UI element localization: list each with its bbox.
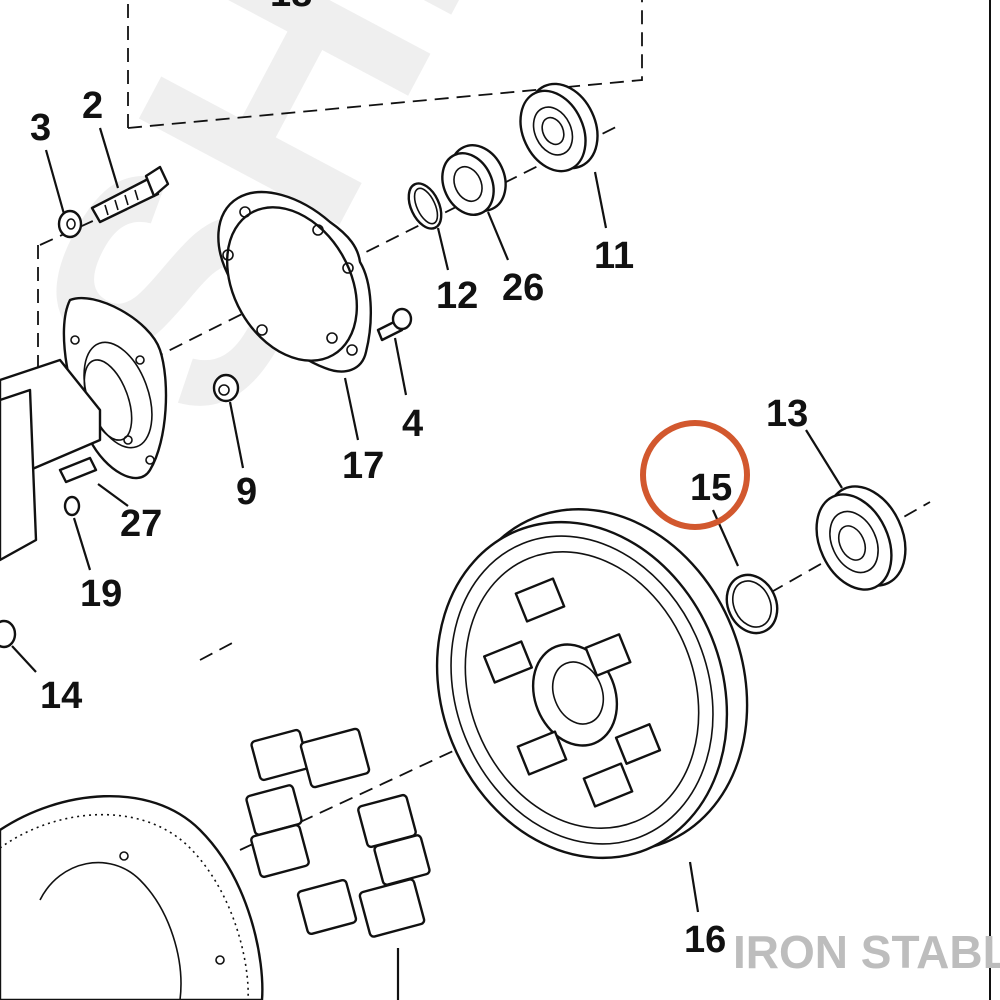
callout-14: 14: [40, 675, 82, 717]
cush-rubber-set: [245, 727, 431, 938]
callout-9: 9: [236, 471, 257, 513]
callout-27: 27: [120, 503, 162, 545]
callout-12: 12: [436, 275, 478, 317]
callout-top: 18: [270, 0, 312, 15]
dowel-pin-part-27: [58, 456, 98, 484]
callout-17: 17: [342, 445, 384, 487]
callout-3: 3: [30, 107, 51, 149]
pulley-part-16: [435, 508, 749, 860]
highlight-ring: [640, 420, 750, 530]
spacer-ring-part-15: [725, 573, 779, 635]
callout-labels: 18 2 3 11 12 26 4 17 9 27 19 14 13 15 16: [30, 0, 808, 961]
callout-19: 19: [80, 573, 122, 615]
set-screw-part-19: [63, 495, 81, 517]
retaining-ring-part-12: [407, 182, 443, 230]
bearing-part-26: [441, 144, 507, 216]
callout-11: 11: [594, 235, 634, 277]
bolt-part-2: [90, 165, 170, 224]
callout-26: 26: [502, 267, 544, 309]
callout-2: 2: [82, 85, 103, 127]
brand-logo-text: IRON STABLE: [733, 926, 1000, 978]
callout-4: 4: [402, 403, 423, 445]
bearing-part-13: [815, 485, 907, 591]
hub-assembly: [0, 296, 168, 562]
ring-gear: [0, 795, 264, 1000]
callout-16: 16: [684, 919, 726, 961]
nut-part-9: [212, 373, 240, 403]
leader-lines: [11, 127, 843, 1000]
callout-13: 13: [766, 393, 808, 435]
part-14: [0, 619, 17, 649]
callout-15: 15: [690, 467, 732, 509]
washer-part-3: [57, 209, 83, 239]
screw-part-4: [376, 307, 413, 342]
bearing-part-11: [519, 82, 599, 173]
flange-plate-part-17: [217, 190, 372, 373]
